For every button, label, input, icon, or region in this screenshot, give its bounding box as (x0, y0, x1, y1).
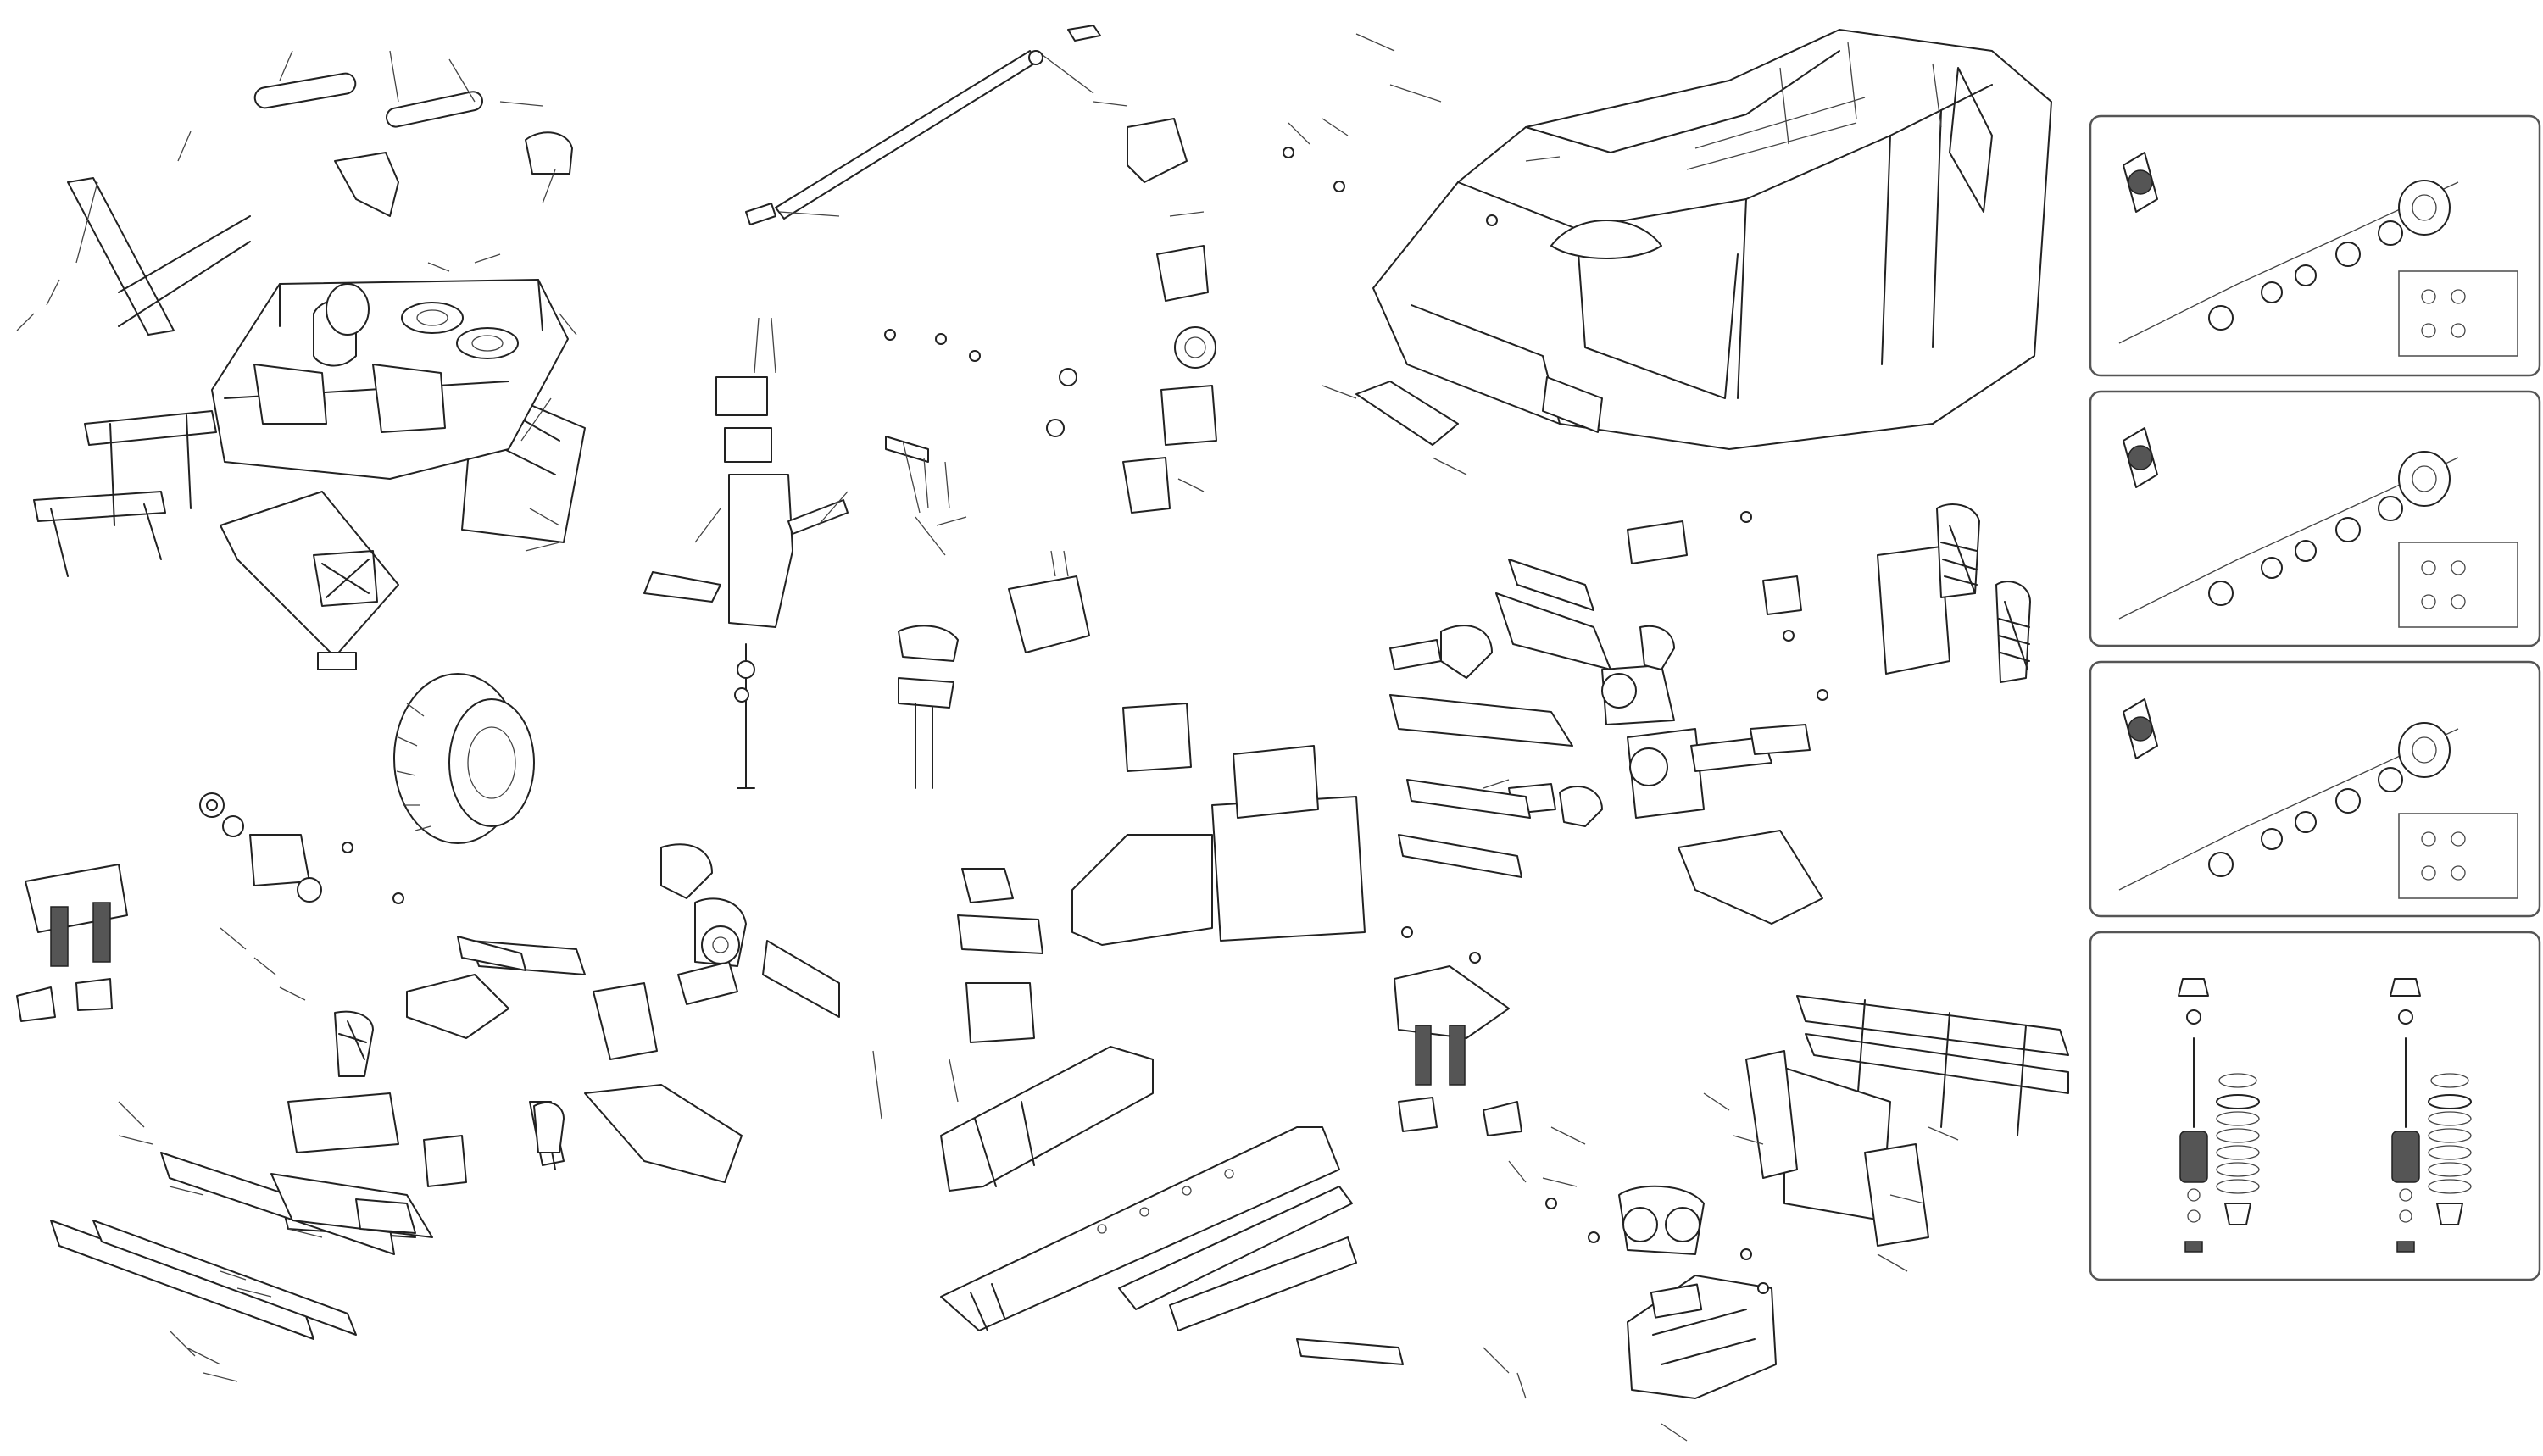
steering-servo-saver (643, 376, 959, 789)
front-suspension-center (457, 843, 840, 1183)
front-differential-panel (2089, 114, 2541, 377)
roll-cage-assembly (33, 72, 586, 670)
rear-suspension (1389, 503, 2031, 925)
center-differential-panel (2089, 390, 2541, 647)
tire (393, 673, 535, 844)
front-bumper (50, 1152, 433, 1340)
hardware-screws (16, 33, 1959, 1442)
shock-exploded-right (2390, 978, 2472, 1253)
front-suspension-left (16, 792, 586, 1238)
shock-absorbers-panel (2089, 931, 2541, 1281)
rear-differential-panel (2089, 660, 2541, 918)
small-fasteners (206, 147, 1828, 1294)
shock-exploded-left (2178, 978, 2260, 1253)
chassis-plate (940, 1046, 1404, 1365)
skid-plate (1627, 1275, 1777, 1399)
center-driveshaft (745, 25, 1101, 225)
rear-bumper (1394, 965, 2069, 1255)
body-shell (1355, 29, 2052, 450)
center-gearbox (1008, 118, 1217, 653)
interior-seats (211, 279, 569, 480)
battery-tray (957, 703, 1366, 1043)
